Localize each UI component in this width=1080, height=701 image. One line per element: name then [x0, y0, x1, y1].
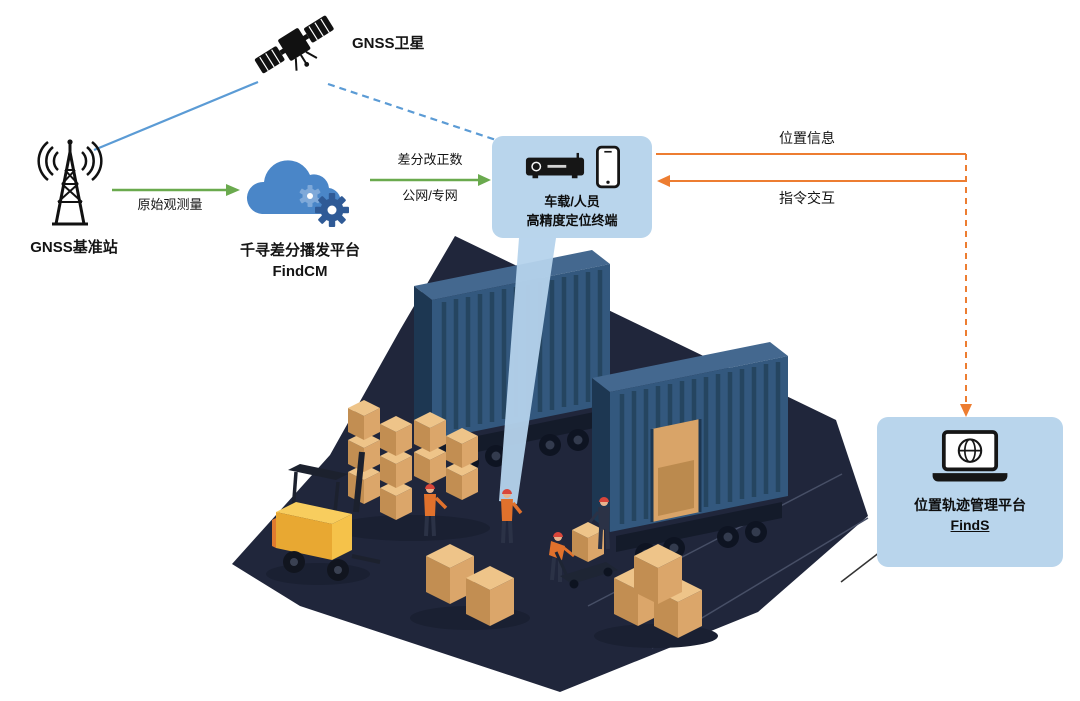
link-correction-arrow [370, 174, 491, 186]
container-open-door [650, 419, 702, 522]
management-label-line2: FindS [950, 517, 990, 534]
antenna-tower-icon [24, 136, 116, 234]
correction-label-line1: 差分改正数 [397, 152, 463, 167]
raw-observation-label: 原始观测量 [137, 197, 203, 212]
terminal-panel: 车载/人员 高精度定位终端 [492, 136, 652, 238]
cloud-platform-name: FindCM [272, 263, 328, 280]
small-gear [299, 185, 321, 207]
link-raw-observation-arrow [112, 184, 240, 196]
container-right [592, 342, 788, 565]
worker-2 [501, 489, 523, 544]
correction-label-line2: 公网/专网 [402, 188, 458, 203]
cloud-gear-icon [234, 146, 364, 238]
link-command-arrow [657, 175, 966, 187]
positioning-beam [499, 238, 556, 504]
smartphone-icon [595, 145, 620, 194]
laptop-globe-icon [927, 430, 1013, 495]
receiver-icon [525, 151, 585, 188]
scene-ground [232, 236, 868, 692]
base-station-label: GNSS基准站 [30, 239, 118, 256]
worker-3 [549, 532, 575, 582]
warehouse-scene [232, 236, 869, 692]
pallet-truck [554, 522, 618, 589]
terminal-label-line2: 高精度定位终端 [526, 212, 618, 228]
forklift [266, 451, 381, 585]
worker-1 [424, 484, 448, 537]
terminal-label-line1: 车载/人员 [544, 194, 600, 209]
position-info-label: 位置信息 [779, 130, 835, 146]
cargo-boxes-floor [410, 544, 718, 648]
link-position-info-arrow [656, 153, 972, 417]
satellite-icon [246, 6, 342, 84]
management-platform-panel: 位置轨迹管理平台 FindS [877, 417, 1063, 567]
link-satellite-to-base [93, 80, 259, 152]
worker-4 [588, 497, 610, 550]
command-interaction-label: 指令交互 [779, 190, 835, 206]
satellite-label: GNSS卫星 [352, 35, 425, 52]
management-label-line1: 位置轨迹管理平台 [914, 497, 1026, 513]
finds-callout-line [840, 551, 881, 583]
cloud-platform-label: 千寻差分播发平台 [239, 242, 360, 259]
link-satellite-to-terminal [327, 82, 515, 148]
big-gear [315, 193, 349, 227]
